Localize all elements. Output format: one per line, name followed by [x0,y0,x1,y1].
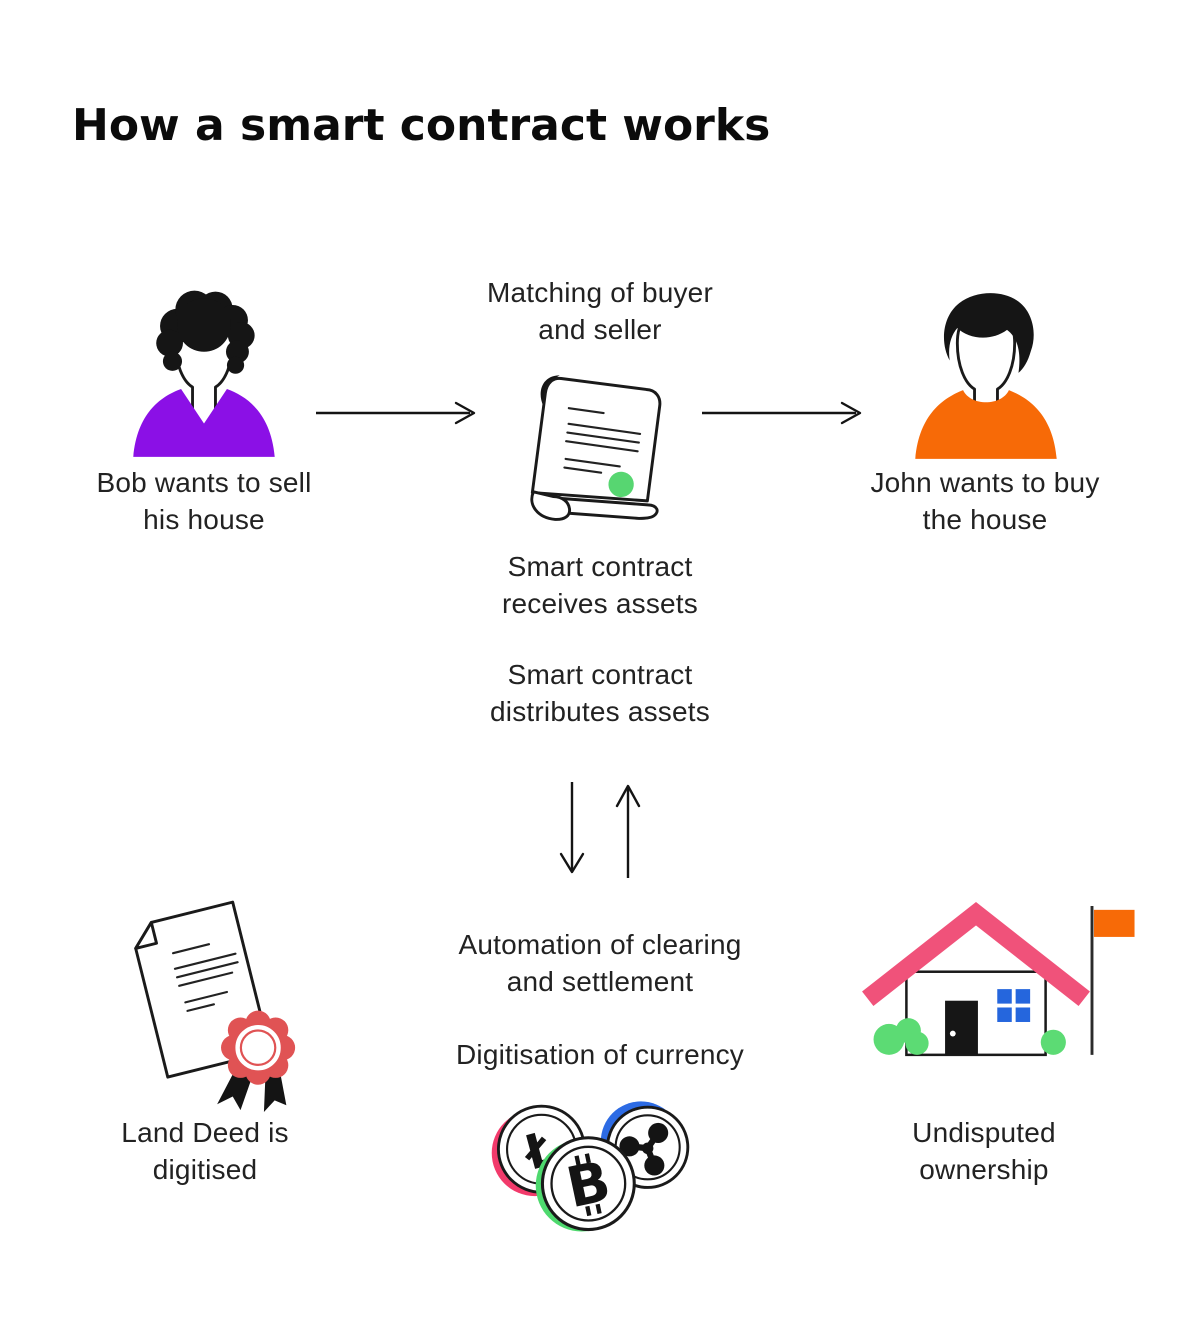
scroll-bottom-curl [530,490,572,521]
roof [862,902,1090,1007]
crewneck-shirt [915,390,1057,459]
deed-text-lines [171,943,239,1012]
bitcoin-inner-ring [550,1145,627,1222]
receives-label: Smart contract receives assets [502,551,698,619]
bush-icon [873,1018,1066,1055]
buyer-label: John wants to buy the house [870,467,1100,535]
flag-icon [1093,909,1135,937]
green-seal-dot [608,471,634,498]
arrow-right-icon [316,401,480,425]
crypto-coins-icon: Ł B [486,1086,706,1244]
seller-person-icon [118,280,290,457]
door-icon [945,1000,978,1055]
vneck-shirt [133,389,275,457]
digitisation-label: Digitisation of currency [455,1039,745,1070]
distributes-label: Smart contract distributes assets [490,659,710,727]
house-icon [860,898,1150,1087]
arrow-right-icon [702,401,866,425]
land-deed-icon [100,880,305,1114]
seal-center [241,1031,275,1064]
buyer-person-icon [900,282,1072,459]
smart-contract-icon [500,358,705,553]
door-knob [949,1030,956,1037]
curly-hair-icon [156,290,255,374]
scroll-paper [530,376,662,503]
land-deed-label: Land Deed is digitised [121,1117,289,1185]
matching-label: Matching of buyer and seller [487,277,713,345]
seal-ring [235,1025,281,1071]
window-icon [997,989,1031,1022]
swept-hair-icon [943,293,1034,373]
deed-folded-corner [134,920,158,950]
automation-label: Automation of clearing and settlement [458,929,742,997]
arrow-up-icon [612,782,644,878]
seller-label: Bob wants to sell his house [96,467,312,535]
bitcoin-coin-icon [540,1136,636,1232]
arrow-down-icon [556,782,588,878]
contract-text-lines [563,407,642,474]
ripple-logo-icon [619,1122,669,1176]
page-title: How a smart contract works [72,100,771,151]
ownership-label: Undisputed ownership [912,1117,1056,1185]
